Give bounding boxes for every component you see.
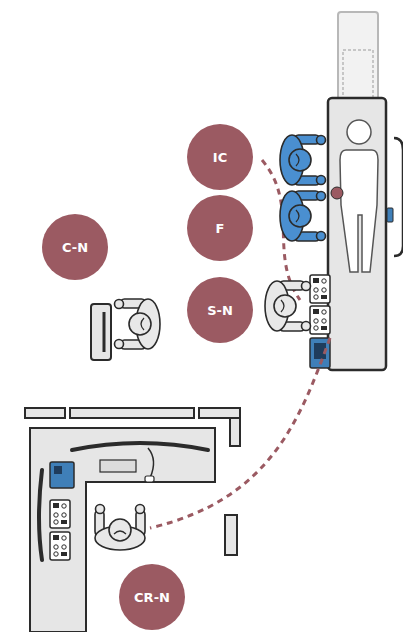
role-label: IC: [213, 150, 227, 165]
role-label: S-N: [207, 303, 233, 318]
role-label: CR-N: [134, 590, 170, 605]
role-label: C-N: [62, 240, 88, 255]
role-circle: F: [187, 195, 253, 261]
role-circle: C-N: [42, 214, 108, 280]
role-label: F: [216, 221, 225, 236]
role-circle: IC: [187, 124, 253, 190]
role-circle: S-N: [187, 277, 253, 343]
role-circle: CR-N: [119, 564, 185, 630]
